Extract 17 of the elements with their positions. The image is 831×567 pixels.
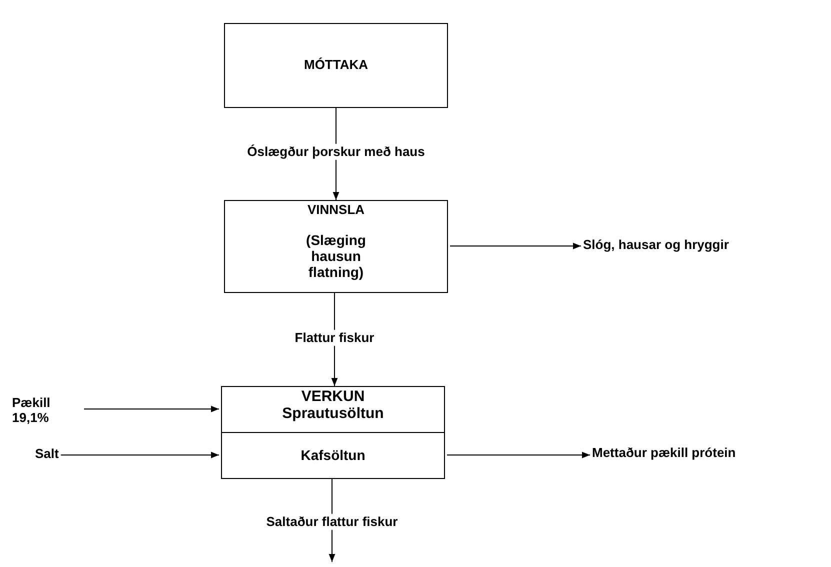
arrow <box>60 452 220 458</box>
arrow <box>446 452 590 458</box>
arrow <box>84 406 220 412</box>
process-box <box>224 23 448 108</box>
box-title: VINNSLA <box>307 203 365 218</box>
box-title: MÓTTAKA <box>304 58 368 73</box>
box-text: (Slæging hausun flatning) <box>305 232 367 281</box>
process-box <box>221 386 445 433</box>
arrow <box>450 242 582 250</box>
flow-text: Pækill 19,1% <box>12 396 82 426</box>
process-box <box>221 432 445 479</box>
box-title: Kafsöltun <box>300 448 366 464</box>
flow-text: Mettaður pækill prótein <box>592 446 736 461</box>
box-title: VERKUN Sprautusöltun <box>281 389 385 422</box>
flow-text: Salt <box>35 447 59 462</box>
process-box <box>224 200 448 293</box>
flow-text: Slóg, hausar og hryggir <box>583 238 729 253</box>
